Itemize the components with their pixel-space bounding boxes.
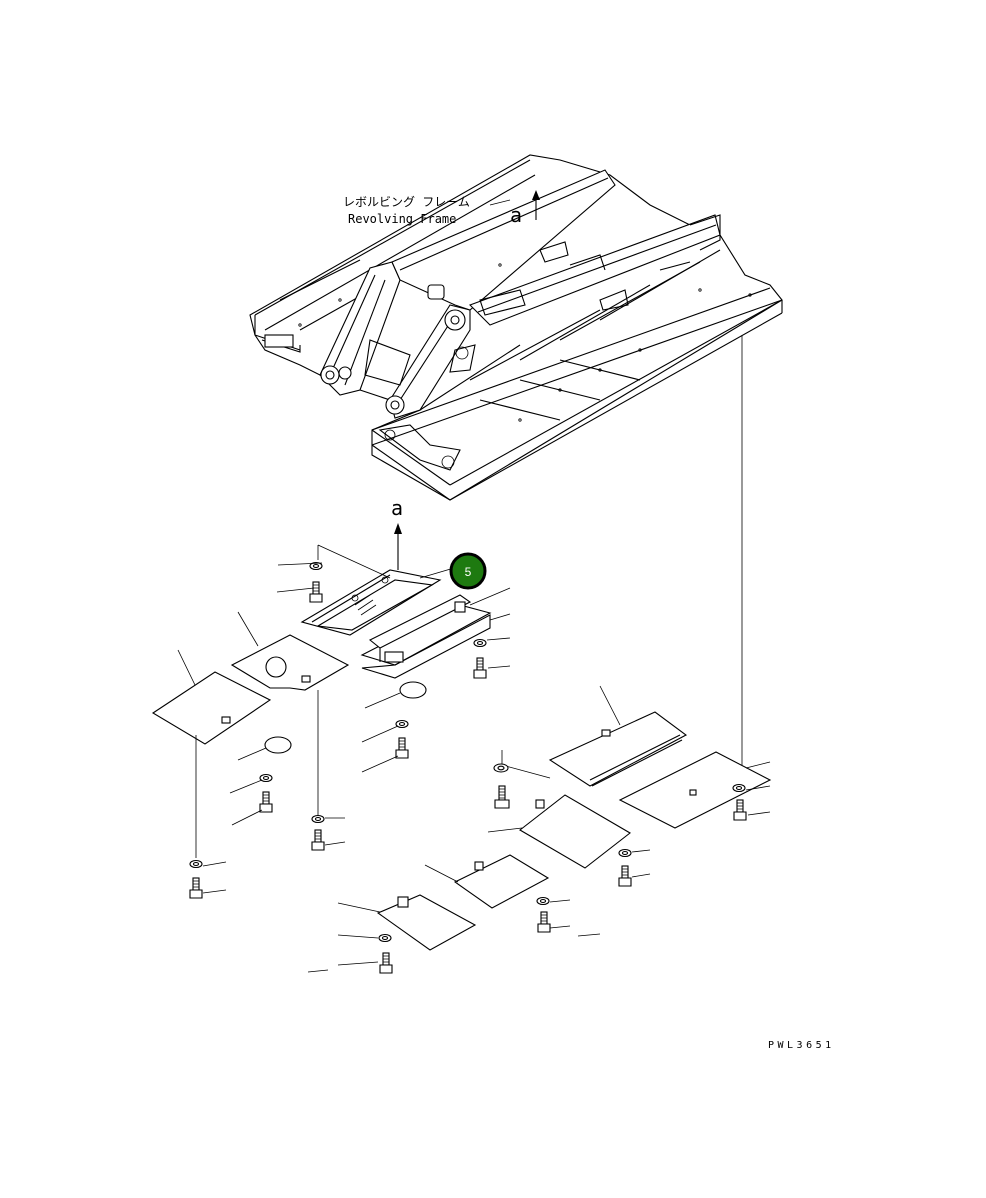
under-cover-parts [151,544,772,951]
frame-label-en: Revolving Frame [348,212,456,226]
washer-group [189,561,746,943]
view-marker-top-label: a [510,203,522,227]
frame-label-jp: レボルビング フレーム [343,195,470,209]
bolts-and-washers [189,561,771,974]
revolving-frame-drawing [249,154,783,501]
view-marker-bottom-label: a [391,496,403,520]
leader-lines [202,562,771,973]
frame-label: レボルビング フレーム Revolving Frame [343,195,511,226]
callout-5-circle[interactable] [449,552,487,590]
callout-5-number: 5 [465,565,472,579]
drawing-code: PWL3651 [768,1040,835,1051]
bolt-group [189,581,747,974]
view-marker-top: a [510,190,540,227]
view-marker-bottom: a [391,496,403,570]
callout-5[interactable]: 5 [419,552,487,590]
